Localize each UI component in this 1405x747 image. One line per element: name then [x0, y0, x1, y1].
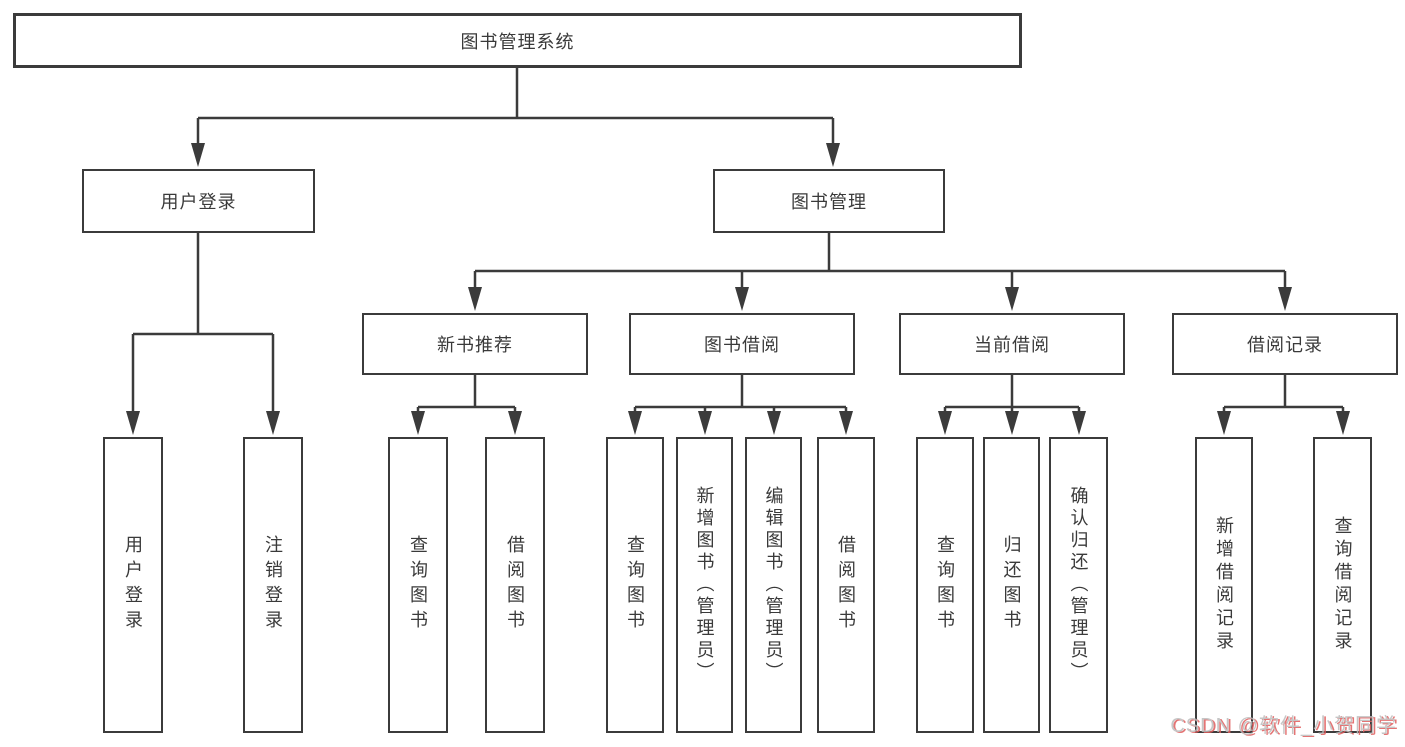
- watermark: CSDN @软件_小贺同学: [1170, 715, 1397, 737]
- node-label: 用户登录: [160, 192, 237, 212]
- node-label: 用户登录: [123, 535, 143, 635]
- node-label: 查询借阅记录: [1332, 516, 1353, 654]
- node-user-login: 用户登录: [82, 169, 315, 233]
- node-label: 借阅记录: [1247, 335, 1323, 355]
- leaf-add-borrow-record: 新增借阅记录: [1195, 437, 1253, 733]
- leaf-logout: 注销登录: [243, 437, 303, 733]
- node-book-management: 图书管理: [713, 169, 945, 233]
- leaf-confirm-return-admin: 确认归还（管理员）: [1049, 437, 1108, 733]
- node-book-borrow: 图书借阅: [629, 313, 855, 375]
- leaf-edit-books-admin: 编辑图书（管理员）: [745, 437, 802, 733]
- leaf-borrow-books: 借阅图书: [817, 437, 875, 733]
- leaf-user-login: 用户登录: [103, 437, 163, 733]
- node-label: 注销登录: [263, 535, 283, 635]
- arrowheads-borrow-group: [628, 411, 853, 435]
- node-label: 查询图书: [625, 535, 645, 635]
- node-label: 新增借阅记录: [1214, 516, 1234, 654]
- arrowheads-user-login-group: [126, 411, 280, 435]
- node-new-book-recommend: 新书推荐: [362, 313, 588, 375]
- leaf-return-books: 归还图书: [983, 437, 1040, 733]
- leaf-query-books-borrow: 查询图书: [606, 437, 664, 733]
- node-label: 当前借阅: [974, 335, 1050, 355]
- leaf-query-books-recommend: 查询图书: [388, 437, 448, 733]
- node-label: 新增图书（管理员）: [694, 486, 715, 684]
- node-system-root: 图书管理系统: [13, 13, 1022, 68]
- node-label: 借阅图书: [836, 535, 856, 635]
- node-current-borrow: 当前借阅: [899, 313, 1125, 375]
- node-label: 编辑图书（管理员）: [763, 486, 784, 684]
- arrowheads-current-group: [938, 411, 1086, 435]
- node-label: 确认归还（管理员）: [1068, 486, 1089, 684]
- arrowheads-records-group: [1217, 411, 1350, 435]
- node-label: 归还图书: [1001, 535, 1022, 635]
- leaf-add-books-admin: 新增图书（管理员）: [676, 437, 733, 733]
- leaf-query-borrow-record: 查询借阅记录: [1313, 437, 1372, 733]
- node-label: 查询图书: [935, 535, 955, 635]
- node-label: 图书管理: [791, 192, 867, 212]
- node-label: 新书推荐: [437, 335, 513, 355]
- node-label: 图书借阅: [704, 335, 780, 355]
- leaf-query-books-current: 查询图书: [916, 437, 974, 733]
- arrowheads-level2: [191, 143, 840, 167]
- node-label: 借阅图书: [505, 535, 525, 635]
- node-borrow-records: 借阅记录: [1172, 313, 1398, 375]
- arrowheads-recommend-group: [411, 411, 522, 435]
- leaf-borrow-books-recommend: 借阅图书: [485, 437, 545, 733]
- node-label: 图书管理系统: [460, 31, 575, 52]
- arrowheads-level3: [468, 287, 1292, 311]
- node-label: 查询图书: [408, 535, 428, 635]
